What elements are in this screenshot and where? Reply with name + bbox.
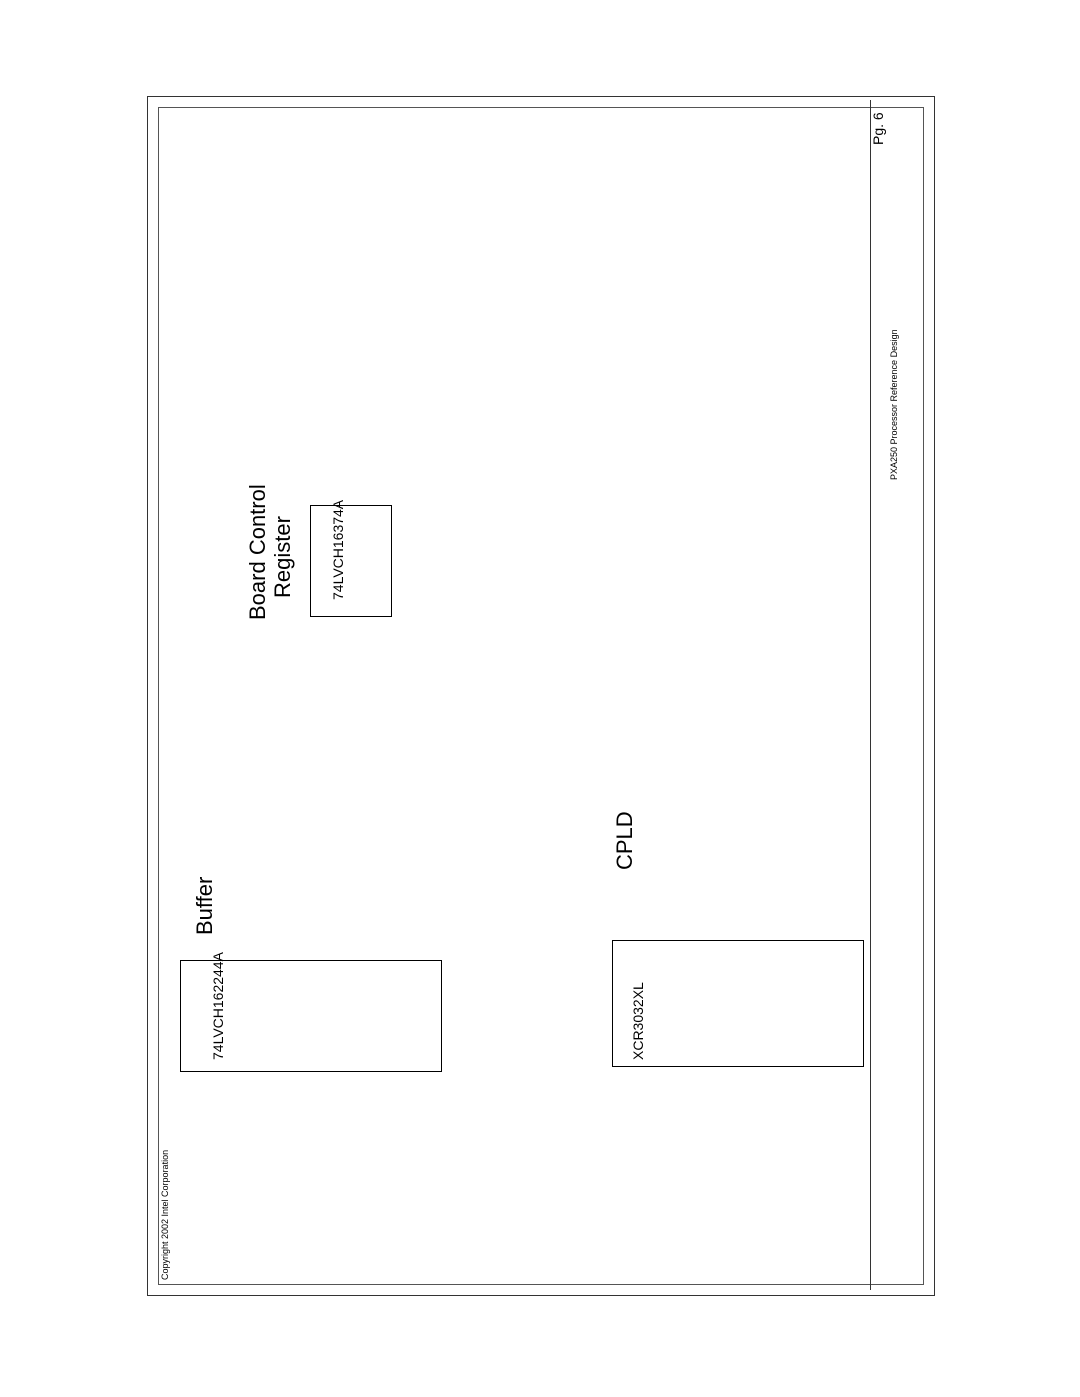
title-block: PXA250 Processor Reference Design xyxy=(870,100,926,1290)
register-title-2: Register xyxy=(270,516,295,598)
copyright-text: Copyright 2002 Intel Corporation xyxy=(160,1149,170,1280)
u8-part-label: 74LVCH162244A xyxy=(210,952,226,1060)
u10-cpld-block xyxy=(612,940,864,1067)
buffer-title: Buffer xyxy=(192,876,217,935)
schematic-inner-border xyxy=(158,107,924,1285)
u8-buffer-block xyxy=(180,960,442,1072)
u10-part-label: XCR3032XL xyxy=(630,982,646,1060)
schematic-border xyxy=(147,96,935,1296)
title-text: PXA250 Processor Reference Design xyxy=(889,329,899,480)
u9-part-label: 74LVCH16374A xyxy=(330,499,346,600)
u9-register-block xyxy=(310,505,392,617)
cpld-title: CPLD xyxy=(612,811,637,870)
register-title-1: Board Control xyxy=(245,484,270,620)
